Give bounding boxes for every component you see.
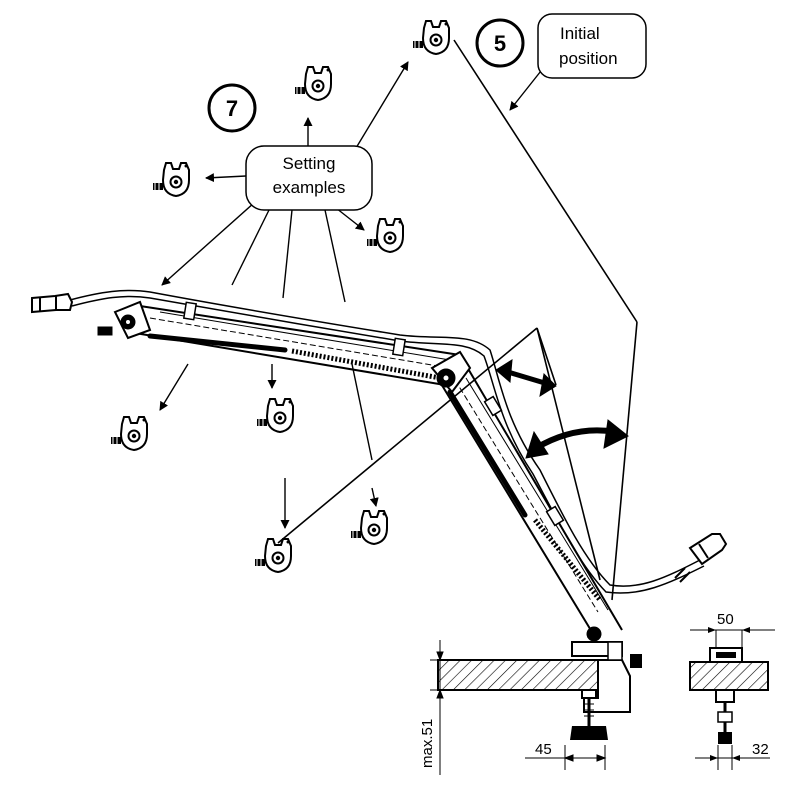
table-section <box>437 659 599 691</box>
short-double-arrow <box>507 369 549 387</box>
sweep-line-inner <box>536 327 601 581</box>
table-clamp <box>437 641 642 740</box>
step7-circle <box>207 83 257 133</box>
initial-position-line1: Initial <box>560 24 600 43</box>
setting-examples-line1: Setting <box>283 154 336 173</box>
step5-circle <box>475 18 525 68</box>
microphone-clip-icon <box>350 510 388 545</box>
dimension-45-label: 45 <box>535 741 552 758</box>
initial-position-line2: position <box>559 49 618 68</box>
xlr-connector-left-icon <box>31 292 74 314</box>
sweep-line-right <box>611 321 638 601</box>
clamp-screw-knob-icon[interactable] <box>570 726 608 740</box>
setting-examples-line2: examples <box>273 178 346 197</box>
boom-arm <box>97 300 623 642</box>
base-knob-icon[interactable] <box>586 626 602 642</box>
callout-step5: 5 Initial position <box>475 13 647 79</box>
initial-position-lines <box>277 39 638 601</box>
microphone-clip-icon <box>294 66 332 101</box>
initial-position-bubble <box>537 13 647 79</box>
setting-examples-bubble <box>245 145 373 211</box>
step7-number: 7 <box>226 96 238 121</box>
sweep-line-lower <box>277 327 538 544</box>
dimension-50-label: 50 <box>717 611 734 628</box>
clamp-side-view <box>689 627 775 770</box>
microphone-clip-icon <box>412 20 450 55</box>
microphone-clip-icon <box>366 218 404 253</box>
motion-arrows <box>495 359 629 459</box>
lower-arm-left-rail <box>439 381 593 633</box>
step5-number: 5 <box>494 31 506 56</box>
callout-step7: 7 Setting examples <box>207 83 373 211</box>
microphone-clip-icon <box>152 162 190 197</box>
xlr-connector-right-icon <box>674 533 728 583</box>
dimension-45 <box>525 745 607 770</box>
dimension-max51-label: max.51 <box>419 719 436 768</box>
microphone-clip-icon <box>110 416 148 451</box>
dimension-32-label: 32 <box>752 741 769 758</box>
microphone-clip-icon <box>254 538 292 573</box>
clamp-side-knob-icon[interactable] <box>630 654 642 668</box>
lower-arm-right-rail <box>459 354 623 631</box>
sweep-line-top <box>453 39 638 323</box>
microphone-clip-icon <box>256 398 294 433</box>
dimension-max51 <box>430 640 468 775</box>
cable <box>69 289 705 594</box>
